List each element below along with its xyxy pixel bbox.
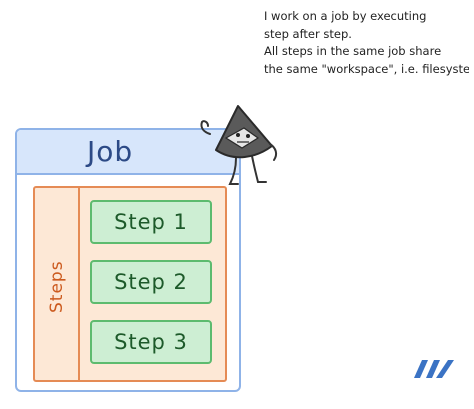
- speech-bubble-line-2: step after step.: [264, 26, 352, 41]
- job-header: Job: [17, 130, 239, 175]
- step-2-label: Step 2: [114, 270, 188, 294]
- step-1-box: Step 1: [90, 200, 212, 244]
- speech-bubble-line-4: the same "workspace", i.e. filesystem.: [264, 61, 469, 76]
- step-3-label: Step 3: [114, 330, 188, 354]
- speech-bubble-line-1: I work on a job by executing: [264, 9, 427, 23]
- step-2-box: Step 2: [90, 260, 212, 304]
- step-3-box: Step 3: [90, 320, 212, 364]
- triangle-robot-mascot-icon: [200, 105, 278, 185]
- steps-divider: [78, 188, 80, 380]
- speech-bubble: I work on a job by executing step after …: [264, 8, 469, 100]
- speech-bubble-line-3: All steps in the same job share: [264, 44, 442, 58]
- job-window: Job Steps Step 1 Step 2 Step 3: [15, 128, 241, 392]
- step-1-label: Step 1: [114, 210, 188, 234]
- steps-label: Steps: [47, 260, 67, 313]
- steps-container: Steps Step 1 Step 2 Step 3: [33, 186, 227, 382]
- job-title: Job: [87, 135, 134, 168]
- brand-logo-icon: [414, 360, 454, 378]
